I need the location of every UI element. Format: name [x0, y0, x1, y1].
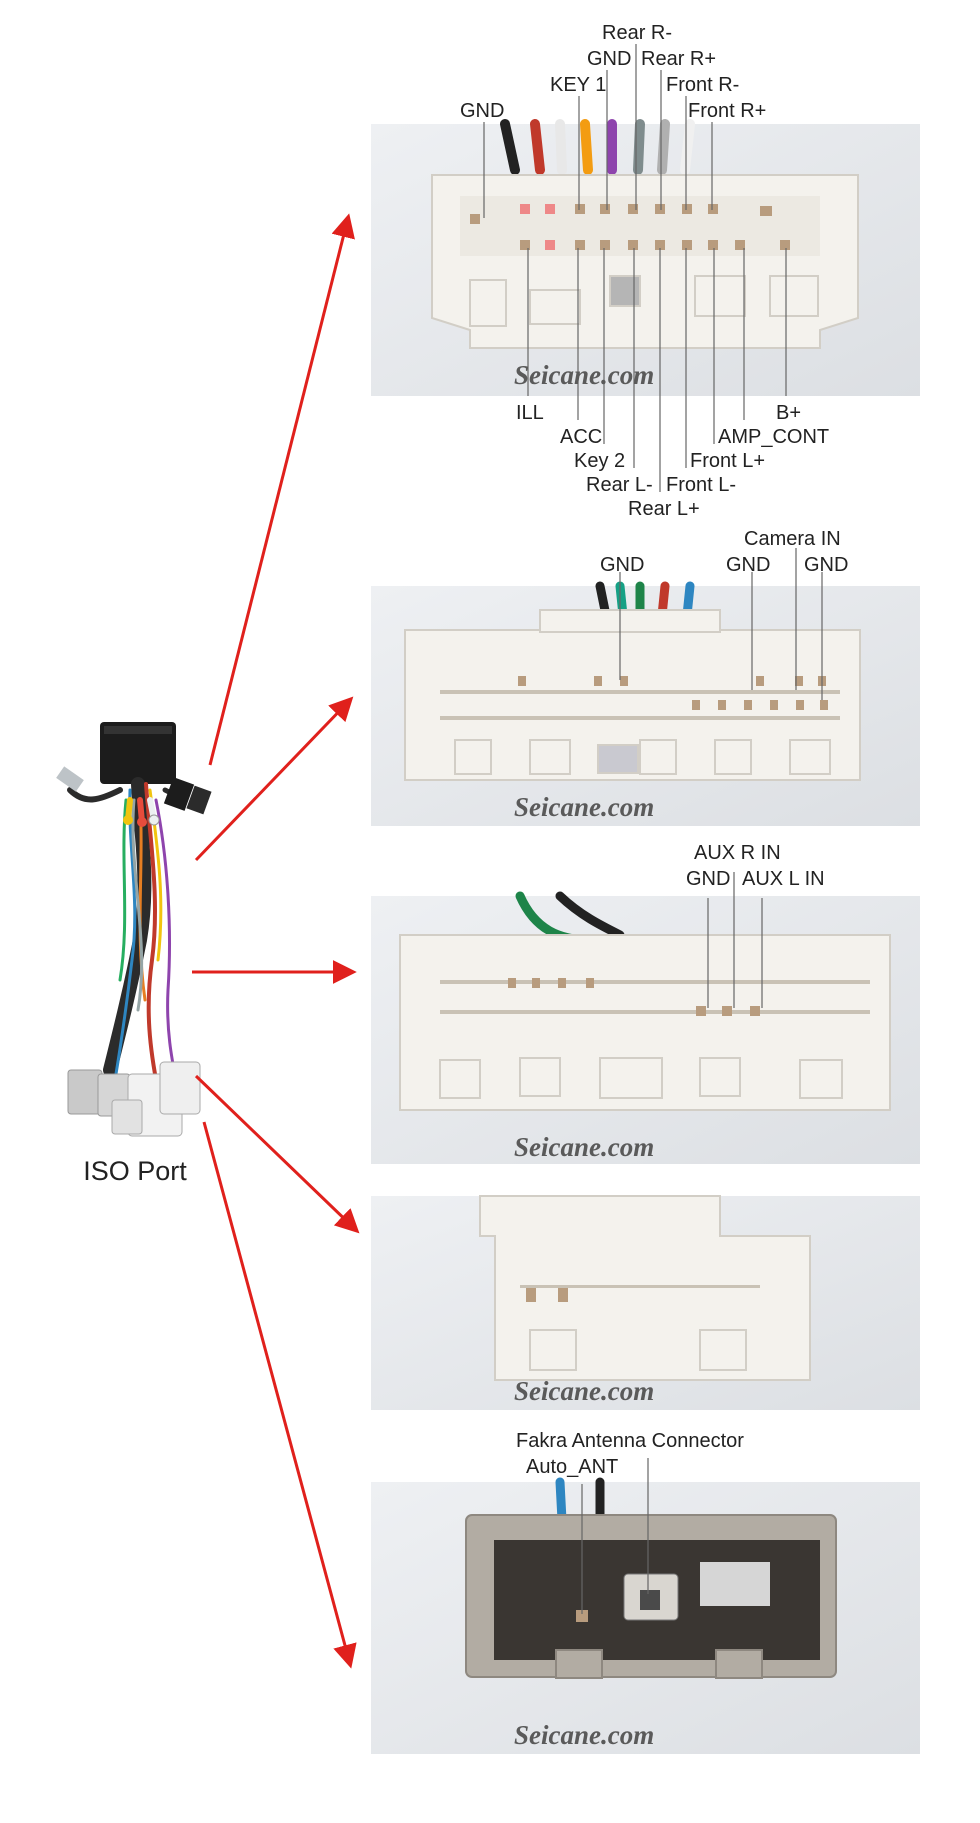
- watermark-4: Seicane.com: [514, 1376, 655, 1406]
- iso-harness-image: [56, 722, 212, 1137]
- connector-5-leader-lines: [581, 1458, 649, 1614]
- pin-label-rear-r-plus: Rear R+: [641, 48, 717, 70]
- connector-1-photo: [371, 119, 920, 396]
- arrow-to-connector-4: [194, 1074, 360, 1234]
- pin-label-b-plus: B+: [776, 402, 802, 424]
- pin-label-rear-l-minus: Rear L-: [586, 474, 653, 496]
- pin-label-gnd: GND: [460, 100, 505, 122]
- watermark-5: Seicane.com: [514, 1720, 655, 1750]
- iso-port-label: ISO Port: [83, 1156, 187, 1186]
- arrow-group: [192, 213, 360, 1669]
- pin-label-acc: ACC: [560, 426, 603, 448]
- connector-4-photo: [371, 1195, 920, 1410]
- pin-label-gnd: GND: [726, 554, 771, 576]
- pin-label-camera-in: Camera IN: [744, 528, 841, 550]
- pin-label-ill: ILL: [516, 402, 544, 424]
- pin-label-fakra-antenna: Fakra Antenna Connector: [516, 1430, 744, 1452]
- connector-3-photo: [371, 891, 920, 1164]
- pin-label-gnd: GND: [587, 48, 632, 70]
- watermark-1: Seicane.com: [514, 360, 655, 390]
- pin-label-key-1: KEY 1: [550, 74, 607, 96]
- pin-label-aux-r-in: AUX R IN: [694, 842, 781, 864]
- pin-label-front-r-minus: Front R-: [666, 74, 740, 96]
- arrow-to-connector-2: [194, 696, 354, 862]
- arrow-to-connector-5: [202, 1121, 357, 1669]
- connector-1-leader-lines: [483, 44, 787, 492]
- arrow-to-connector-1: [208, 213, 355, 766]
- pin-label-front-l-minus: Front L-: [666, 474, 737, 496]
- connector-2-photo: [371, 581, 920, 826]
- pin-label-rear-l-plus: Rear L+: [628, 498, 700, 520]
- pin-label-gnd: GND: [804, 554, 849, 576]
- watermark-2: Seicane.com: [514, 792, 655, 822]
- pin-label-rear-r-minus: Rear R-: [602, 22, 673, 44]
- pin-label-amp-cont: AMP_CONT: [718, 426, 830, 448]
- pin-label-gnd: GND: [600, 554, 645, 576]
- pin-label-key-2: Key 2: [574, 450, 626, 472]
- pin-label-front-r-plus: Front R+: [688, 100, 767, 122]
- pin-label-auto-ant: Auto_ANT: [526, 1456, 619, 1478]
- connector-3-leader-lines: [707, 872, 763, 1008]
- connector-2-leader-lines: [619, 548, 823, 700]
- pin-label-aux-l-in: AUX L IN: [742, 868, 825, 890]
- pin-label-gnd: GND: [686, 868, 731, 890]
- connector-5-photo: [371, 1477, 920, 1754]
- pin-label-front-l-plus: Front L+: [690, 450, 766, 472]
- watermark-3: Seicane.com: [514, 1132, 655, 1162]
